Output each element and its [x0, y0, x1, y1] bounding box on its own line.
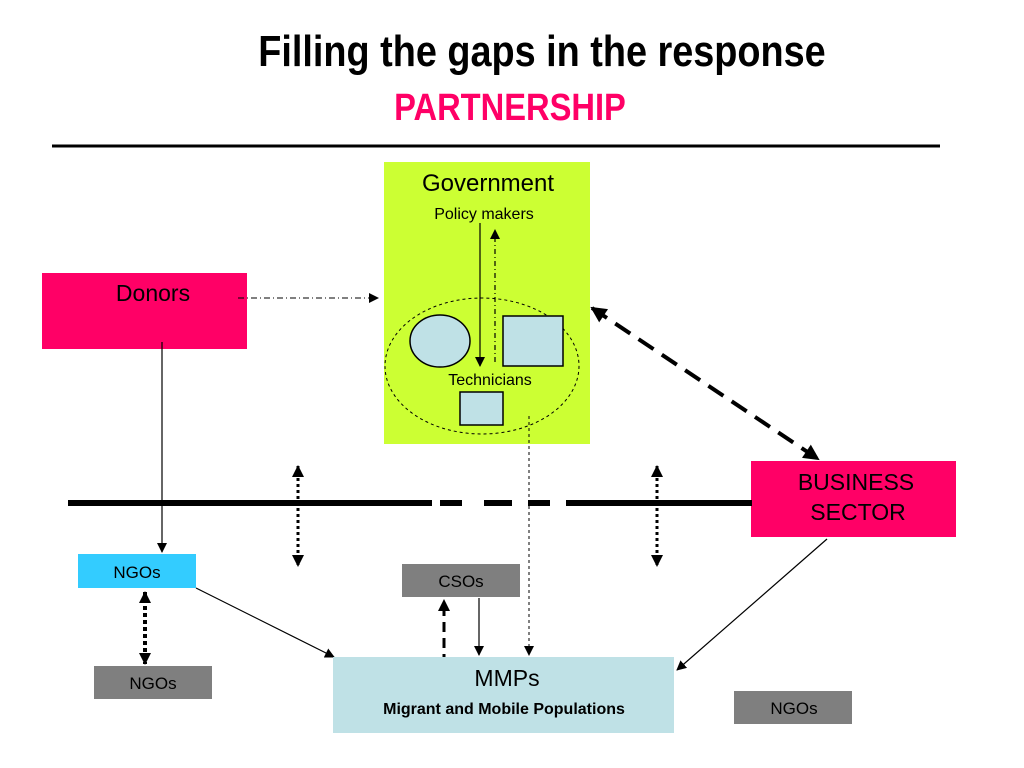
mmps-subtitle: Migrant and Mobile Populations [383, 701, 625, 718]
ngos-to-mmps-arrow [195, 587, 335, 658]
business-label-line1: BUSINESS [798, 469, 914, 495]
ngos-blue-label: NGOs [113, 563, 160, 582]
policy-makers-label: Policy makers [434, 206, 534, 223]
csos-label: CSOs [438, 572, 483, 591]
business-label-line2: SECTOR [810, 499, 905, 525]
square-shape [502, 315, 564, 367]
technicians-group-outline [384, 297, 580, 435]
ngos-grey-left-label: NGOs [129, 674, 176, 693]
mmps-title: MMPs [474, 665, 539, 691]
ellipse-shape [409, 314, 471, 368]
csos-box [402, 564, 520, 597]
technicians-label: Technicians [448, 372, 532, 389]
donors-box [42, 273, 247, 349]
business-to-mmps-arrow [676, 538, 828, 671]
government-title: Government [422, 170, 554, 197]
small-square-shape [459, 391, 504, 426]
ngos-grey-right-box [734, 691, 852, 724]
business-sector-box [751, 461, 956, 537]
mmps-box [333, 657, 674, 733]
ngos-blue-box [78, 554, 196, 588]
ngos-grey-right-label: NGOs [770, 699, 817, 718]
slide-subtitle: PARTNERSHIP [394, 86, 626, 129]
slide-title: Filling the gaps in the response [258, 26, 825, 75]
donors-label: Donors [116, 280, 190, 306]
ngos-grey-left-box [94, 666, 212, 699]
government-business-arrow [590, 306, 820, 461]
